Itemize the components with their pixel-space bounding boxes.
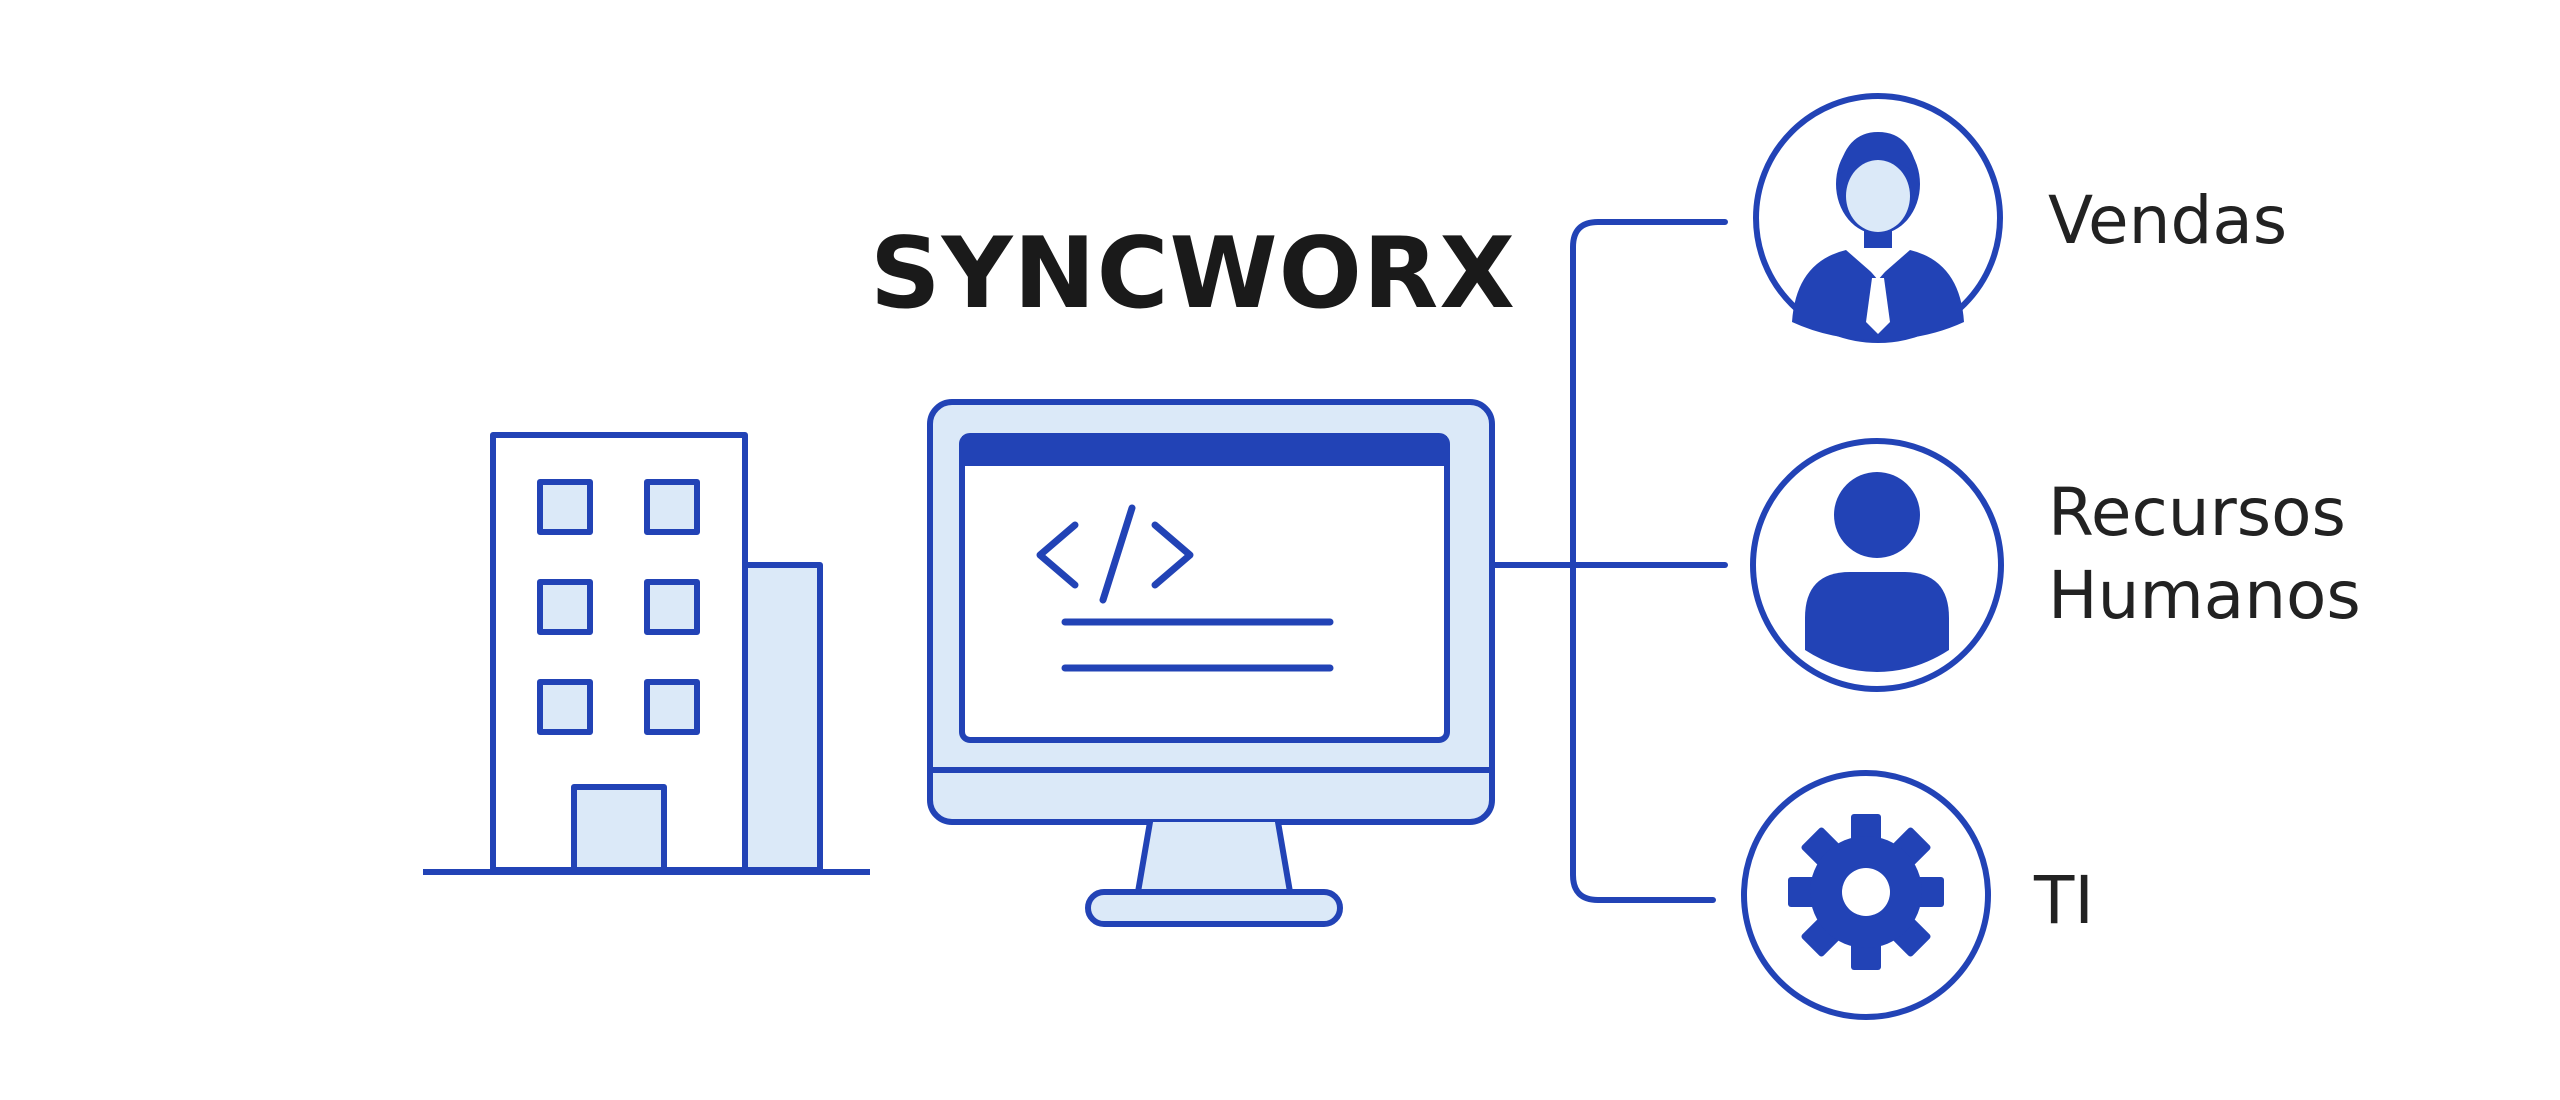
it-avatar — [1741, 770, 1991, 1020]
connector-lines — [1489, 219, 1728, 903]
it-label: TI — [2034, 862, 2094, 939]
sales-label: Vendas — [2048, 182, 2288, 259]
user-icon — [1805, 472, 1949, 672]
office-building-icon — [423, 432, 870, 875]
hr-avatar — [1750, 438, 2004, 692]
brand-title: SYNCWORX — [870, 217, 1516, 331]
gear-icon — [1788, 814, 1944, 970]
code-icon — [1036, 504, 1334, 672]
sales-avatar — [1753, 93, 2003, 343]
hr-label-line1: Recursos — [2048, 474, 2346, 551]
user-tie-icon — [1792, 132, 1964, 340]
hr-label-line2: Humanos — [2048, 556, 2361, 634]
hr-label: Recursos Humanos — [2048, 472, 2361, 637]
monitor-icon — [927, 399, 1495, 927]
